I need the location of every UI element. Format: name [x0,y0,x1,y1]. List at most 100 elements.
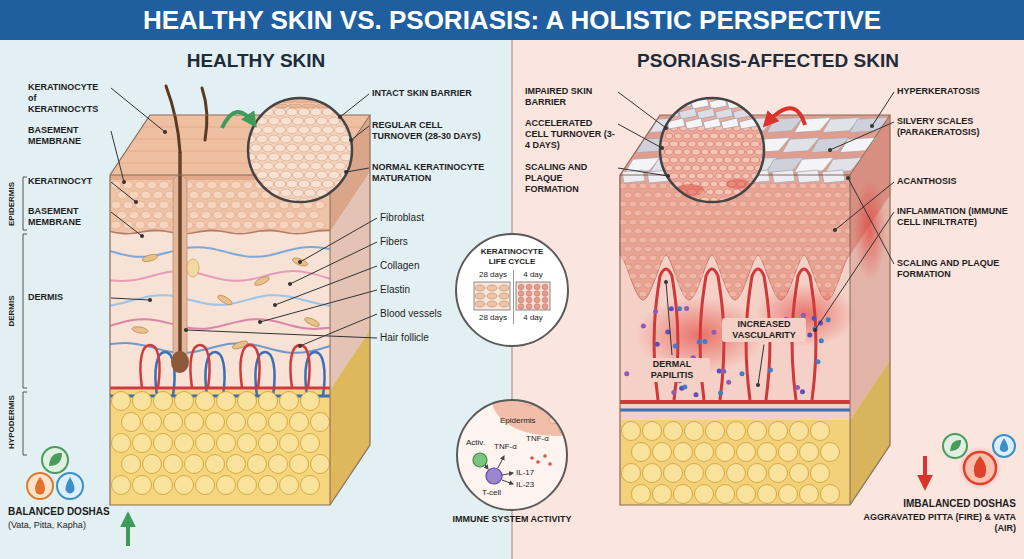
inset-circle [457,400,567,510]
keratinocyte-cell [728,165,737,171]
keratinocyte-cell [737,197,746,203]
keratinocyte-cell [729,255,737,261]
text-slot: 4 day [516,270,550,280]
keratinocyte-cell [311,180,322,188]
keratinocyte-cell [739,255,747,261]
label-slot: IMBALANCED DOSHAS [860,498,1016,510]
keratinocyte-cell [341,189,352,197]
immune-cell [671,390,676,395]
keratinocyte-cell [674,197,683,203]
keratinocyte-cell [694,264,702,270]
keratinocyte-cell [287,162,298,170]
keratinocyte-cell [809,201,817,207]
keratinocyte-cell [733,157,740,163]
keratinocyte-cell [754,192,762,198]
keratinocyte-cell [674,210,682,216]
keratinocyte-cell [814,210,822,216]
keratinocyte-cell [639,183,647,189]
keratinocyte-cell [111,221,121,229]
keratinocyte-cell [629,183,637,189]
fat-cell [622,464,641,483]
keratinocyte-cell [724,141,733,147]
node-text: IL-17 [516,468,542,478]
silvery-scale [679,108,697,119]
keratinocyte-cell [239,180,250,188]
annotation-label: BASEMENT MEMBRANE [28,206,108,228]
fat-cell [112,434,131,453]
label-slot: Hair follicle [380,332,452,344]
keratinocyte-cell [760,173,768,179]
keratinocyte-cell [739,291,747,297]
leader-dot [134,200,138,204]
keratinocyte-cell [706,157,714,163]
keratinocyte-cell [213,191,223,199]
fat-cell [695,485,714,504]
keratinocyte-cell [624,192,632,198]
immune-cell [624,371,629,376]
immune-cell [807,332,812,337]
keratinocyte-cell [784,246,792,252]
keratinocyte-cell [317,171,328,179]
fat-cell [206,455,225,474]
text-slot: IL-17 [516,468,542,478]
fat-cell [790,464,809,483]
fat-cell [217,476,236,495]
keratinocyte-cell [779,273,787,279]
keratinocyte-cell [794,228,802,234]
keratinocyte-cell [799,201,807,207]
keratinocyte-cell [734,210,742,216]
fat-cell [800,485,819,504]
keratinocyte-cell [518,297,524,303]
text-slot: Epidermis [500,416,544,426]
keratinocyte-cell [709,237,717,243]
keratinocyte-cell [669,201,677,207]
keratinocyte-cell [475,301,485,307]
immune-cell [694,392,699,397]
keratinocyte-cell [231,201,241,209]
keratinocyte-cell [844,264,852,270]
keratinocyte-cell [347,180,358,188]
fat-cell [664,464,683,483]
keratinocyte-cell [824,264,832,270]
keratinocyte-cell [689,255,697,261]
keratinocyte-cell [684,246,692,252]
psoriasis-skin-layer [620,420,850,505]
keratinocyte-cell [697,173,706,179]
keratinocyte-cell [692,133,700,139]
zoom-ground [246,96,356,206]
fat-cell [259,434,278,453]
label-slot: Blood vessels [380,308,452,320]
keratinocyte-cell [742,173,750,179]
annotation-label: Elastin [380,284,452,296]
keratinocyte-cell [710,133,719,139]
keratinocyte-cell [243,221,253,229]
keratinocyte-cell [679,219,687,225]
node-text: TNF-α [526,434,556,444]
keratinocyte-cell [665,197,674,203]
dosha-icon [27,473,53,499]
keratinocyte-cell [629,219,637,225]
annotation-label: KERATINOCYTE of KERATINOCYTS [28,82,108,114]
fat-cell [259,476,278,495]
keratinocyte-cell [710,149,718,155]
keratinocyte-cell [764,210,772,216]
label-slot: DERMIS [28,292,108,303]
node-text: 4 day [516,270,550,280]
keratinocyte-cell [323,180,334,188]
keratinocyte-cell [760,189,769,195]
keratinocyte-cell [769,273,777,279]
fat-cell [643,422,662,441]
keratinocyte-cell [744,228,752,234]
fat-cell [185,455,204,474]
annotation-label: Blood vessels [380,308,452,320]
keratinocyte-cell [814,264,822,270]
label-slot: KERATINOCYT [28,176,108,187]
keratinocyte-cell [189,211,199,219]
hair-bulb [171,351,189,373]
keratinocyte-cell [639,219,647,225]
fat-cell [175,392,194,411]
keratinocyte-cell [794,210,802,216]
keratinocyte-cell [784,228,792,234]
fat-cell [632,485,651,504]
flat-cell [330,104,344,108]
